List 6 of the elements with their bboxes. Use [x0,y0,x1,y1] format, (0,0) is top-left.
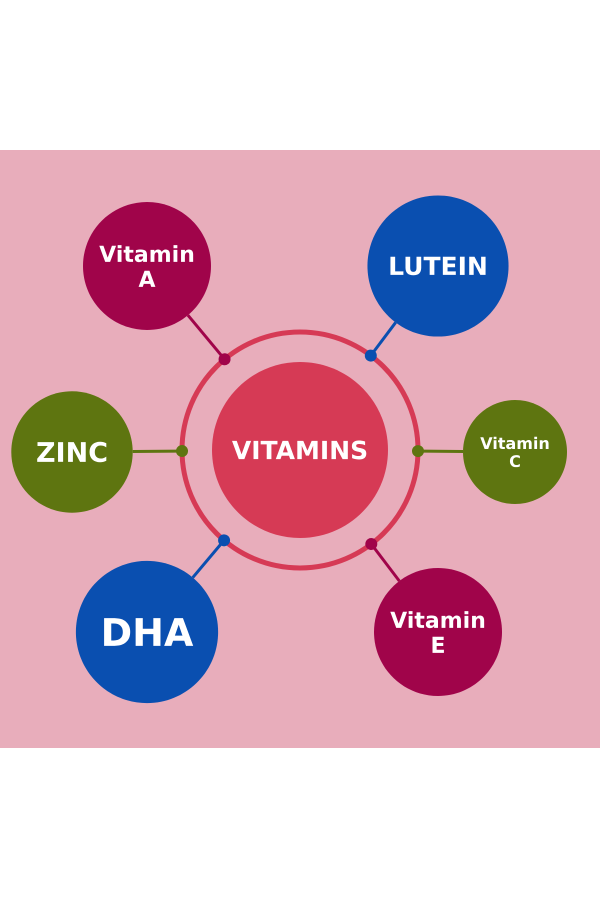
connector [412,445,464,458]
connector [364,322,397,362]
connector [186,314,231,366]
connector [132,445,188,458]
connector [365,538,401,582]
connector [192,534,230,579]
